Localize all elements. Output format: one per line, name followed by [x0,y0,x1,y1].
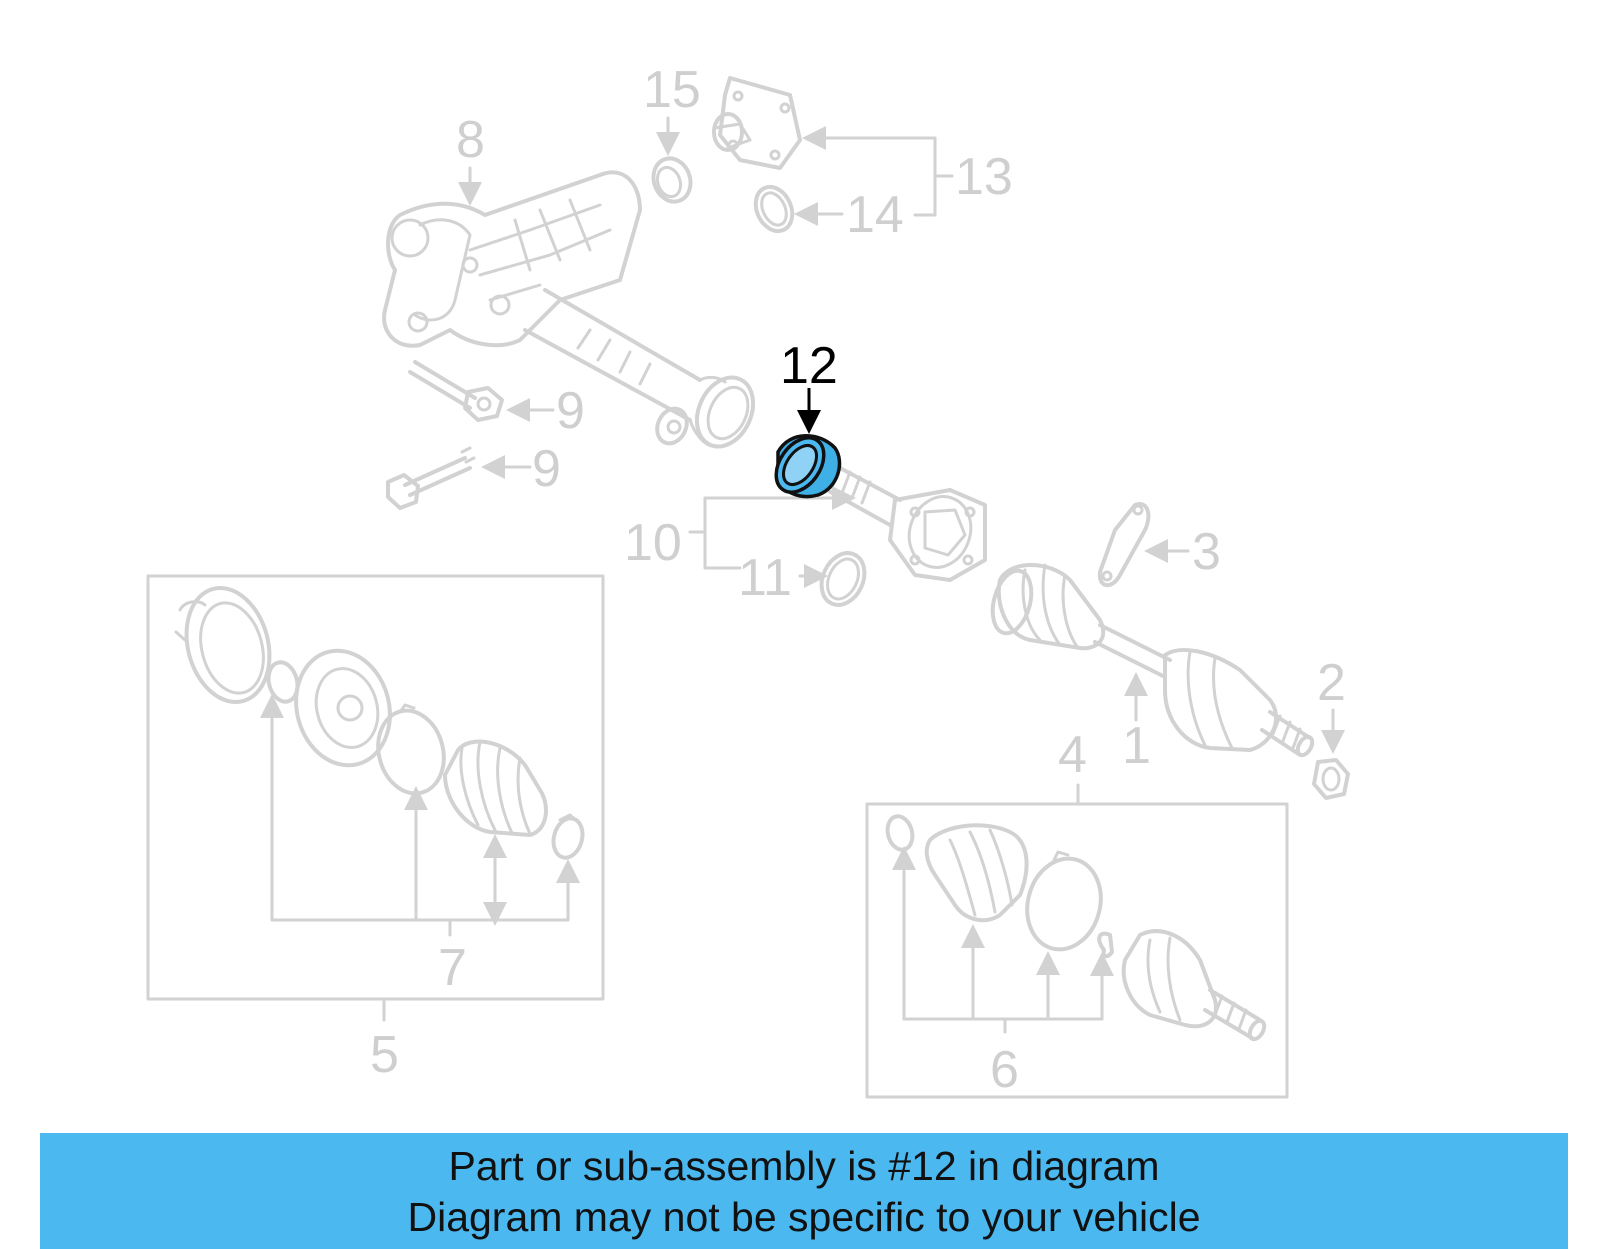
callout-7: 7 [438,939,467,997]
callout-9-lower: 9 [532,440,561,498]
banner-line-disclaimer: Diagram may not be specific to your vehi… [407,1194,1201,1240]
nut-part-2 [1312,758,1350,800]
leader-lines [458,116,1345,754]
callout-6: 6 [990,1041,1019,1099]
callout-1: 1 [1122,717,1151,775]
callout-8: 8 [456,111,485,169]
callout-11: 11 [738,549,792,607]
callout-14: 14 [846,186,904,244]
callout-10: 10 [624,514,682,572]
callout-3: 3 [1192,523,1221,581]
callout-2: 2 [1317,654,1346,712]
info-banner: Part or sub-assembly is #12 in diagram D… [40,1133,1568,1249]
seal-part-15 [651,156,693,204]
highlighted-part-12 [774,388,842,499]
differential-housing [382,170,756,449]
box-part-4 [865,783,1289,1099]
callout-4: 4 [1058,726,1087,784]
axle-shaft-part-1 [990,563,1315,758]
box-part-5 [146,574,605,1022]
callout-15: 15 [643,61,701,119]
callout-12: 12 [780,337,838,395]
callout-13: 13 [955,148,1013,206]
inner-shaft-part-10 [816,458,987,582]
bolt-part-9-upper [408,360,504,422]
callout-9-upper: 9 [556,382,585,440]
bolt-part-9-lower [386,446,476,510]
flange-part-13 [712,76,802,170]
callout-5: 5 [370,1026,399,1084]
bracket-part-3 [1097,502,1151,588]
o-ring-part-14 [753,184,795,234]
banner-line-part: Part or sub-assembly is #12 in diagram [448,1143,1160,1189]
ring-part-11 [819,551,867,607]
callout-labels: 15 8 13 14 12 9 9 10 11 3 2 1 4 7 5 6 [370,61,1346,1099]
